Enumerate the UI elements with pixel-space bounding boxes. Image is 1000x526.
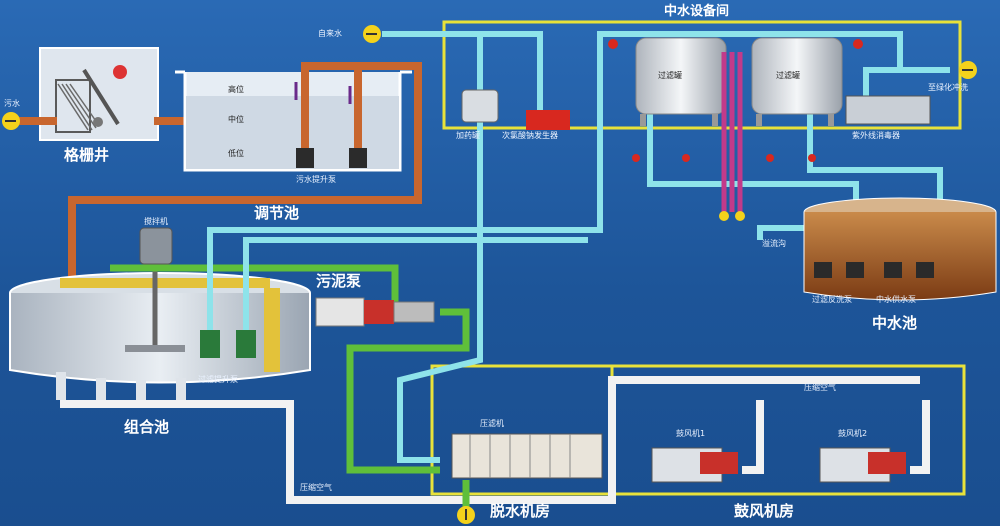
chlorine-generator-graphic [526,110,570,130]
reclaimed-pool-graphic [803,197,997,301]
sewage-inlet-marker-icon [2,112,20,130]
bar-screen-well [39,47,159,141]
label-filter-tank-1: 过滤罐 [658,71,682,80]
label-level-mid: 中位 [228,115,244,124]
tap-water-marker-icon [363,25,381,43]
label-equalization-tank: 调节池 [254,204,300,222]
label-dewatering-room: 脱水机房 [490,502,551,520]
label-dosing-tank: 加药罐 [456,131,480,140]
label-compressed-air-1: 压缩空气 [300,483,332,492]
combined-tank [9,227,311,384]
label-level-low: 低位 [228,149,244,158]
label-filter-backwash-pump: 过滤反洗泵 [812,295,852,304]
label-blower-1: 鼓风机1 [676,429,706,438]
sludge-pipe-main [110,264,399,302]
blower-2-graphic [819,400,930,483]
uv-sterilizer-graphic [845,95,931,125]
label-reclaimed-room: 中水设备间 [664,4,730,19]
label-sewage-lift-pump: 污水提升泵 [296,175,336,184]
label-to-reuse: 至绿化冲洗 [928,83,968,92]
label-uv-sterilizer: 紫外线消毒器 [852,131,900,140]
sewage-inlet-pipe [12,117,57,125]
pipe-dosing [397,34,483,463]
label-tap-water: 自来水 [318,29,342,38]
sludge-pump-graphic [315,297,435,327]
label-filter-press: 压滤机 [480,419,504,428]
label-reclaimed-supply-pump: 中水供水泵 [876,295,916,304]
chemical-drain-icons [719,211,745,221]
pipe-filter-lift-b [243,237,588,330]
pipe-overflow [757,225,804,240]
blower-1-graphic [651,400,764,483]
reclaimed-room-border [442,20,962,130]
bar-to-tank-pipe [154,117,194,125]
sludge-pipe-press [346,308,470,474]
label-compressed-air-2: 压缩空气 [804,383,836,392]
label-reclaimed-pool: 中水池 [872,314,918,332]
pipe-filter-lift-a [207,31,903,330]
drain-marker-icon [457,506,475,524]
filter-tank-1-graphic [635,37,727,126]
label-sewage-in: 污水 [4,99,20,108]
filter-tank-2-graphic [751,37,843,126]
label-filter-tank-2: 过滤罐 [776,71,800,80]
label-overflow: 溢流沟 [762,239,786,248]
combined-tank-outlets [56,372,186,406]
filter-press-graphic [451,433,603,479]
label-mixer: 搅拌机 [144,217,168,226]
label-filter-lift-pump: 过滤提升泵 [198,375,238,384]
label-blower-room: 鼓风机房 [734,502,795,520]
pipe-tap-water [382,31,543,110]
lift-pipe-a [68,62,422,280]
air-pipe [60,376,920,504]
pipe-reuse [863,67,950,100]
dosing-tank-graphic [461,89,499,123]
label-level-high: 高位 [228,85,244,94]
label-combined-tank: 组合池 [124,418,170,436]
label-blower-2: 鼓风机2 [838,429,868,438]
label-chlorine-generator: 次氯酸钠发生器 [502,131,558,140]
label-bar-screen-well: 格栅井 [64,146,110,164]
label-sludge-pump: 污泥泵 [316,272,362,290]
equalization-tank [175,70,412,172]
reuse-outlet-marker-icon [959,61,977,79]
